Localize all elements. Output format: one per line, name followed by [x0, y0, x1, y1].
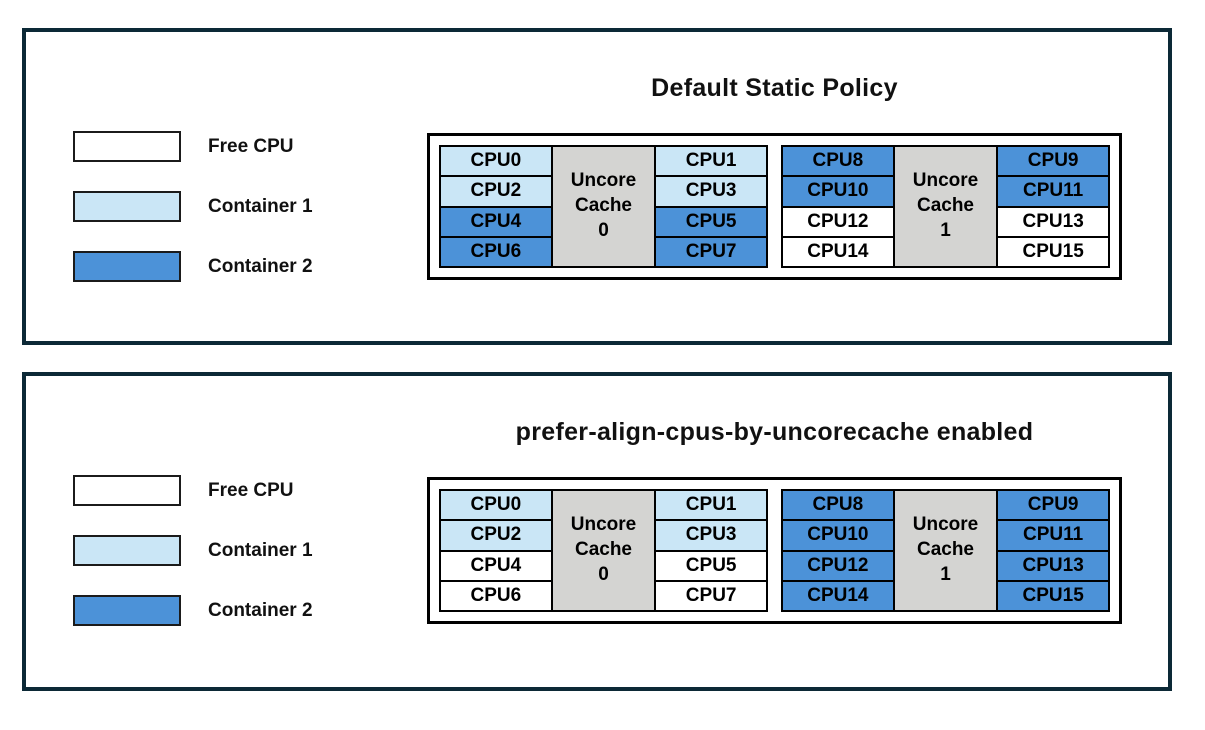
legend-swatch-container1 — [73, 535, 181, 566]
legend-swatch-free — [73, 131, 181, 162]
uncore-cache-text: 1 — [940, 219, 951, 241]
cpu-cell-cpu13: CPU13 — [998, 207, 1108, 236]
cpu-cell-cpu2: CPU2 — [441, 177, 551, 206]
uncore-cache-text: Uncore — [912, 514, 979, 536]
legend-label: Free CPU — [208, 135, 294, 157]
cpu-cell-cpu3: CPU3 — [656, 177, 766, 206]
uncore-cache-text: 1 — [940, 563, 951, 585]
legend-item: Free CPU — [73, 475, 313, 506]
legend: Free CPU Container 1 Container 2 — [73, 475, 313, 626]
legend-item: Container 2 — [73, 251, 313, 282]
cpu-cell-cpu15: CPU15 — [998, 237, 1108, 266]
legend-swatch-container2 — [73, 595, 181, 626]
cpu-cell-cpu3: CPU3 — [656, 521, 766, 550]
cpu-cell-cpu0: CPU0 — [441, 491, 551, 520]
uncore-cache-text: Uncore — [570, 170, 637, 192]
legend-swatch-container2 — [73, 251, 181, 282]
panel-default-static-policy: Default Static Policy Free CPU Container … — [22, 28, 1172, 345]
cpu-cell-cpu11: CPU11 — [998, 521, 1108, 550]
cpu-cell-cpu8: CPU8 — [783, 147, 893, 176]
cpu-cell-cpu10: CPU10 — [783, 521, 893, 550]
cpu-cell-cpu4: CPU4 — [441, 551, 551, 580]
cpu-cell-cpu14: CPU14 — [783, 581, 893, 610]
cpu-cell-cpu1: CPU1 — [656, 147, 766, 176]
legend: Free CPU Container 1 Container 2 — [73, 131, 313, 282]
uncore-cache-text: 0 — [598, 563, 609, 585]
legend-swatch-container1 — [73, 191, 181, 222]
cpu-cell-cpu1: CPU1 — [656, 491, 766, 520]
legend-swatch-free — [73, 475, 181, 506]
legend-label: Container 1 — [208, 539, 313, 561]
uncore-cache-text: Cache — [916, 195, 974, 217]
legend-label: Container 2 — [208, 255, 313, 277]
legend-item: Container 2 — [73, 595, 313, 626]
cpu-cell-cpu14: CPU14 — [783, 237, 893, 266]
cpu-cell-cpu7: CPU7 — [656, 581, 766, 610]
cpu-cell-cpu5: CPU5 — [656, 207, 766, 236]
cpu-cell-cpu7: CPU7 — [656, 237, 766, 266]
legend-item: Container 1 — [73, 535, 313, 566]
cpu-cell-cpu8: CPU8 — [783, 491, 893, 520]
cpu-cell-cpu12: CPU12 — [783, 551, 893, 580]
cpu-cell-cpu0: CPU0 — [441, 147, 551, 176]
panel-title: Default Static Policy — [651, 74, 898, 102]
cpu-cell-cpu4: CPU4 — [441, 207, 551, 236]
cpu-cell-cpu13: CPU13 — [998, 551, 1108, 580]
cpu-cell-cpu11: CPU11 — [998, 177, 1108, 206]
uncore-cache-text: Cache — [574, 539, 632, 561]
legend-label: Free CPU — [208, 479, 294, 501]
legend-item: Container 1 — [73, 191, 313, 222]
cpu-cell-cpu12: CPU12 — [783, 207, 893, 236]
legend-label: Container 2 — [208, 599, 313, 621]
cpu-cell-cpu10: CPU10 — [783, 177, 893, 206]
panel-title: prefer-align-cpus-by-uncorecache enabled — [515, 418, 1034, 446]
cpu-cell-cpu5: CPU5 — [656, 551, 766, 580]
cpu-cell-cpu2: CPU2 — [441, 521, 551, 550]
uncore-cache-text: Cache — [916, 539, 974, 561]
cpu-cell-cpu9: CPU9 — [998, 147, 1108, 176]
cpu-cell-cpu6: CPU6 — [441, 581, 551, 610]
legend-label: Container 1 — [208, 195, 313, 217]
uncore-cache-text: Uncore — [570, 514, 637, 536]
uncore-cache-text: Uncore — [912, 170, 979, 192]
cpu-cell-cpu9: CPU9 — [998, 491, 1108, 520]
uncore-cache-text: Cache — [574, 195, 632, 217]
uncore-cache-text: 0 — [598, 219, 609, 241]
cpu-cell-cpu15: CPU15 — [998, 581, 1108, 610]
legend-item: Free CPU — [73, 131, 313, 162]
panel-uncorecache-enabled: prefer-align-cpus-by-uncorecache enabled… — [22, 372, 1172, 691]
cpu-cell-cpu6: CPU6 — [441, 237, 551, 266]
